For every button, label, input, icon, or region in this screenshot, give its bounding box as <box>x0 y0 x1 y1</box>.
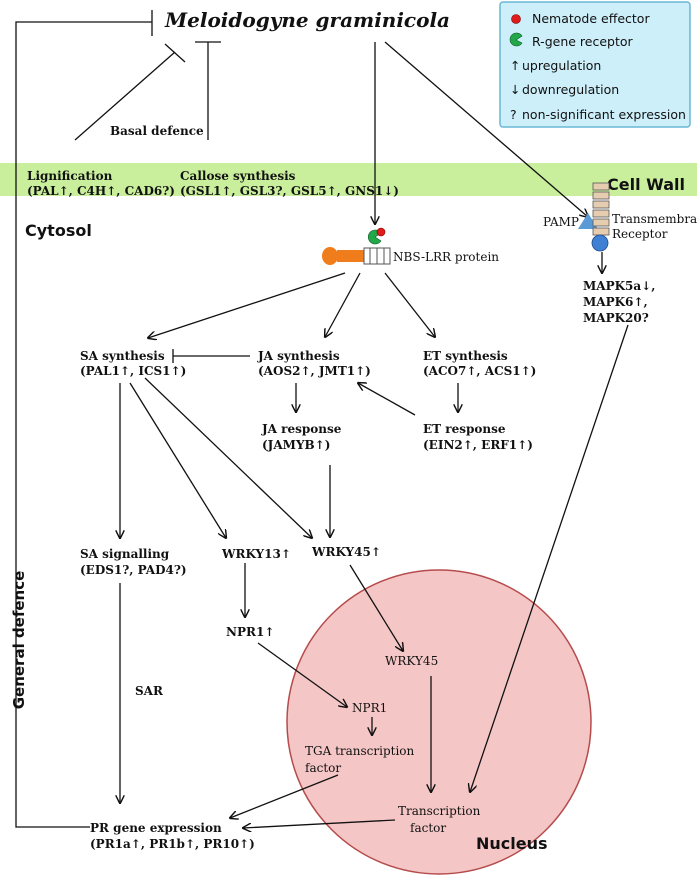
tf-line-2: factor <box>410 821 446 835</box>
nbs-domain-bar <box>337 250 364 262</box>
pamp-label: PAMP <box>543 215 579 229</box>
nucleus-region <box>286 569 592 875</box>
legend-item-upregulation: upregulation <box>522 58 601 73</box>
pr-gene-title: PR gene expression <box>90 821 222 835</box>
lignification-genes: (PAL↑, C4H↑, CAD6?) <box>27 184 175 198</box>
ja-synthesis-title: JA synthesis <box>257 349 340 363</box>
ja-synthesis-genes: (AOS2↑, JMT1↑) <box>258 364 371 378</box>
sa-signalling-title: SA signalling <box>80 547 170 561</box>
ja-response-genes: (JAMYB↑) <box>262 438 330 452</box>
legend-item-effector: Nematode effector <box>532 11 650 26</box>
mapk-line-2: MAPK6↑, <box>583 295 648 309</box>
pathway-arrows <box>120 252 629 828</box>
nucleus-wrky45: WRKY45 <box>385 654 438 668</box>
ja-sa-inhibition <box>172 349 250 363</box>
et-response-genes: (EIN2↑, ERF1↑) <box>423 438 533 452</box>
mapk-line-1: MAPK5a↓, <box>583 279 655 293</box>
mapk-line-3: MAPK20? <box>583 311 649 325</box>
receptor-label: Receptor <box>612 227 668 241</box>
legend-item-receptor: R-gene receptor <box>532 34 634 49</box>
nbs-lrr-label: NBS-LRR protein <box>393 250 499 264</box>
sa-synthesis-genes: (PAL1↑, ICS1↑) <box>80 364 186 378</box>
red-dot-icon <box>511 14 521 24</box>
cell-wall-label: Cell Wall <box>607 175 685 194</box>
tga-line-2: factor <box>305 761 341 775</box>
question-icon: ? <box>510 107 517 122</box>
callose-title: Callose synthesis <box>180 169 296 183</box>
wrky13-node: WRKY13↑ <box>221 547 291 561</box>
basal-defence-inhibitions <box>74 41 221 141</box>
receptor-kinase-domain <box>591 234 609 252</box>
et-synthesis-genes: (ACO7↑, ACS1↑) <box>423 364 536 378</box>
general-defence-label: General defence <box>10 571 28 710</box>
pr-gene-genes: (PR1a↑, PR1b↑, PR10↑) <box>90 837 255 851</box>
ja-response-title: JA response <box>261 422 342 436</box>
nematode-effector-icon <box>376 227 386 237</box>
et-response-title: ET response <box>423 422 506 436</box>
legend-item-downregulation: downregulation <box>522 82 619 97</box>
sa-synthesis-title: SA synthesis <box>80 349 165 363</box>
nbs-domain-oval <box>322 247 338 265</box>
cell-wall-band <box>0 163 697 196</box>
wrky45-node: WRKY45↑ <box>311 545 381 559</box>
callose-genes: (GSL1↑, GSL3?, GSL5↑, GNS1↓) <box>180 184 399 198</box>
green-pacman-icon <box>509 32 523 47</box>
nucleus-npr1: NPR1 <box>352 701 387 715</box>
cytosol-label: Cytosol <box>25 221 92 240</box>
transmembrane-receptor <box>578 182 610 252</box>
up-arrow-icon: ↑ <box>510 58 520 73</box>
pathogen-title: Meloidogyne graminicola <box>164 8 450 32</box>
lignification-title: Lignification <box>27 169 113 183</box>
nucleus-label: Nucleus <box>476 834 548 853</box>
et-synthesis-title: ET synthesis <box>423 349 508 363</box>
tf-line-1: Transcription <box>398 804 481 818</box>
npr1-node: NPR1↑ <box>226 625 274 639</box>
sar-label: SAR <box>135 684 164 698</box>
pathogen-arrows <box>375 41 588 224</box>
general-defence-loop <box>15 10 153 828</box>
down-arrow-icon: ↓ <box>510 82 520 97</box>
sa-signalling-genes: (EDS1?, PAD4?) <box>80 563 187 577</box>
legend-box <box>499 1 691 128</box>
transmembrane-label: Transmembrane <box>612 212 697 226</box>
basal-defence-label: Basal defence <box>110 124 204 138</box>
tga-line-1: TGA transcription <box>305 744 415 758</box>
nbs-lrr-receptor <box>322 227 391 265</box>
legend-item-nonsignificant: non-significant expression <box>522 107 686 122</box>
legend: Nematode effector R-gene receptor ↑ upre… <box>499 1 691 128</box>
